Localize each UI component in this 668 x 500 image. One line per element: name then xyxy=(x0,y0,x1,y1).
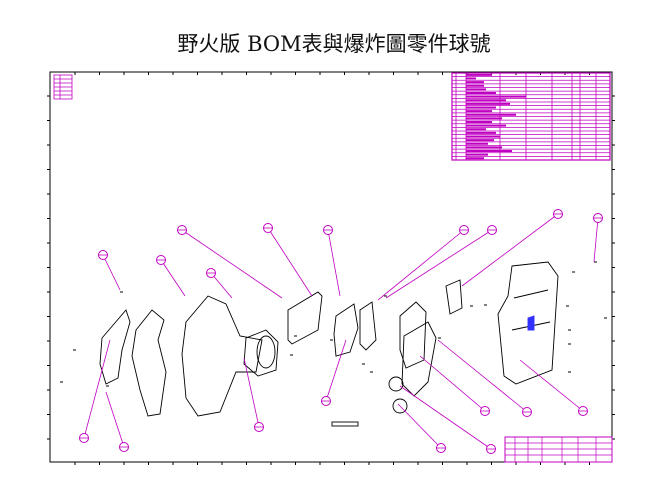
title-block-border xyxy=(504,436,613,463)
part-label xyxy=(331,421,359,427)
part-balloon xyxy=(177,225,283,299)
leader-line xyxy=(419,355,486,412)
leader-line xyxy=(181,229,283,299)
part-balloon xyxy=(105,391,129,452)
part-balloon xyxy=(419,355,490,416)
leader-line xyxy=(267,227,313,297)
leader-line xyxy=(519,359,584,412)
leader-line xyxy=(385,229,493,299)
leader-line xyxy=(325,339,347,402)
part-balloon xyxy=(206,268,233,299)
part-balloon xyxy=(399,385,496,454)
part-highlight xyxy=(527,315,535,331)
part-balloon xyxy=(321,339,347,406)
part-front-panel xyxy=(401,321,437,397)
bom-table xyxy=(451,72,611,161)
part-back-cover xyxy=(99,309,131,385)
part-balloon xyxy=(385,225,497,299)
part-balloon xyxy=(263,223,313,297)
part-board-1 xyxy=(287,291,323,345)
part-balloons xyxy=(79,209,603,454)
leader-line xyxy=(160,259,186,297)
leader-line xyxy=(593,217,599,263)
part-clip xyxy=(445,279,463,315)
part-dial-1 xyxy=(388,376,404,392)
part-lens xyxy=(243,329,279,377)
leader-line xyxy=(210,272,233,299)
page-title: 野火版 BOM表與爆炸圖零件球號 xyxy=(177,32,491,56)
leader-line xyxy=(397,403,442,449)
part-frame xyxy=(131,309,167,417)
part-balloon xyxy=(437,339,532,417)
part-balloon xyxy=(79,339,111,443)
screws xyxy=(60,261,607,387)
part-board-2 xyxy=(333,303,359,357)
part-balloon xyxy=(243,357,264,432)
part-dial-2 xyxy=(392,398,408,414)
leader-line xyxy=(102,254,121,291)
leader-line xyxy=(83,339,111,439)
leader-line xyxy=(327,229,341,297)
part-board-3 xyxy=(399,301,427,369)
exploded-parts xyxy=(99,261,559,427)
leader-line xyxy=(399,385,492,450)
part-main-body xyxy=(181,295,263,417)
part-bracket xyxy=(359,301,377,351)
part-balloon xyxy=(377,225,469,301)
part-front-housing xyxy=(497,261,559,385)
leader-line xyxy=(461,213,559,287)
part-balloon xyxy=(98,250,121,291)
part-balloon xyxy=(397,403,446,453)
leader-line xyxy=(105,391,125,448)
part-balloon xyxy=(461,209,563,287)
leader-line xyxy=(377,229,465,301)
leader-line xyxy=(437,339,528,413)
part-balloon xyxy=(323,225,341,297)
part-balloon xyxy=(156,255,186,297)
title-block xyxy=(504,436,613,463)
drawing-frame xyxy=(49,71,613,463)
part-balloon xyxy=(519,359,588,416)
leader-line xyxy=(243,357,260,428)
part-balloon xyxy=(593,213,603,263)
revision-block xyxy=(53,74,73,100)
